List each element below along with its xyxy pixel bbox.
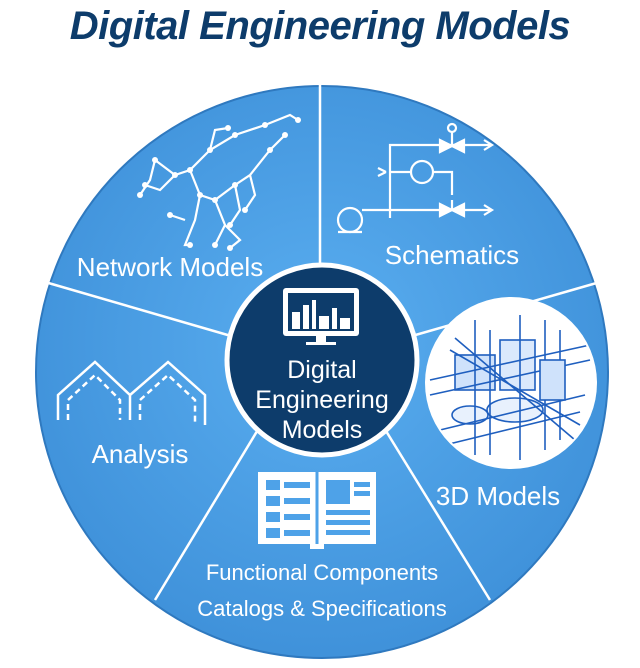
diagram-title: Digital Engineering Models	[69, 4, 571, 48]
center-label-line3: Models	[282, 416, 363, 444]
catalogs-specifications-label: Catalogs & Specifications	[197, 596, 446, 621]
pipeline-network-icon	[137, 113, 301, 251]
process-schematic-icon	[336, 122, 495, 234]
analysis-label: Analysis	[92, 439, 189, 469]
3d-models-label: 3D Models	[436, 481, 560, 511]
center-label-line2: Engineering	[255, 386, 388, 414]
truss-frame-icon	[56, 360, 207, 425]
network-models-label: Network Models	[77, 252, 263, 282]
center-hub	[224, 262, 420, 458]
schematics-label: Schematics	[385, 240, 519, 270]
functional-components-label: Functional Components	[206, 560, 438, 585]
segment-dividers	[44, 83, 601, 601]
open-catalog-book-icon	[258, 472, 376, 549]
monitor-plant-icon	[283, 288, 359, 345]
center-label-line1: Digital	[287, 356, 356, 384]
plant-3d-model-icon	[425, 297, 597, 469]
